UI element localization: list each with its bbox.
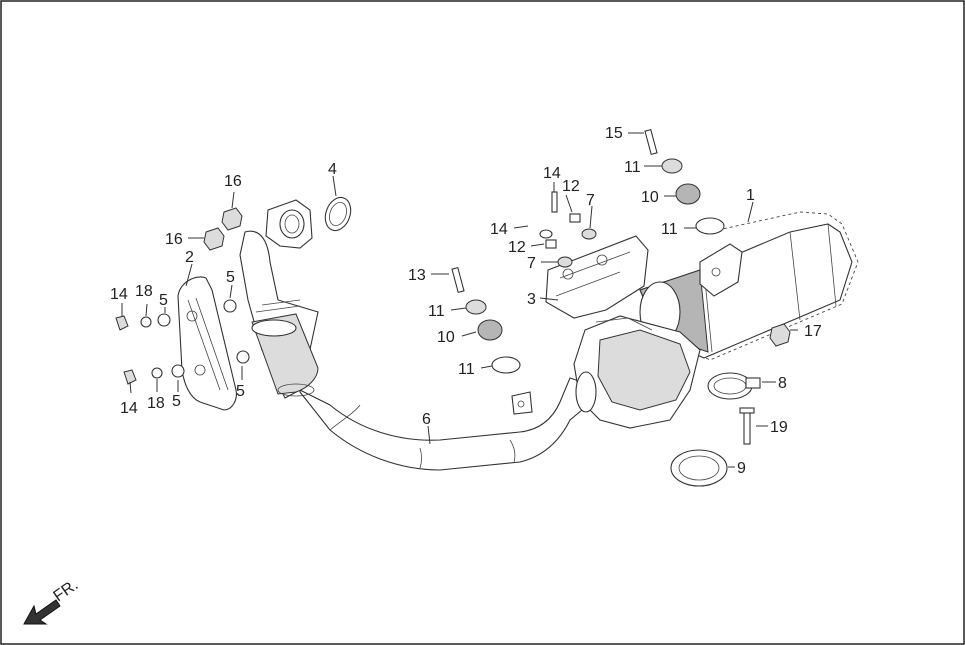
hardware-parts <box>115 128 791 445</box>
part-muffler <box>573 211 859 429</box>
callout-5: 5 <box>236 383 245 400</box>
front-direction-indicator: FR. <box>23 577 81 625</box>
part-clamp <box>707 372 761 400</box>
callout-labels: 1 2 3 4 5 5 5 5 6 7 7 8 9 10 10 11 11 11… <box>110 125 822 477</box>
callout-16: 16 <box>224 173 242 190</box>
callout-5: 5 <box>159 292 168 309</box>
callout-4: 4 <box>328 161 337 178</box>
part-ring-gasket <box>670 449 728 487</box>
part-muffler-heat-shield <box>545 235 649 319</box>
callout-11: 11 <box>624 159 641 176</box>
front-arrow-icon <box>23 599 61 625</box>
callout-11: 11 <box>458 361 475 378</box>
callout-8: 8 <box>778 375 787 392</box>
callout-12: 12 <box>508 239 526 256</box>
callout-5: 5 <box>226 269 235 286</box>
callout-2: 2 <box>185 249 194 266</box>
callout-14: 14 <box>543 165 561 182</box>
callout-12: 12 <box>562 178 580 195</box>
callout-5: 5 <box>172 393 181 410</box>
callout-14: 14 <box>120 400 138 417</box>
callout-13: 13 <box>408 267 426 284</box>
callout-7: 7 <box>586 192 595 209</box>
callout-7: 7 <box>527 255 536 272</box>
part-exhaust-pipe <box>239 199 589 471</box>
callout-14: 14 <box>490 221 508 238</box>
callout-15: 15 <box>605 125 623 142</box>
callout-10: 10 <box>641 189 659 206</box>
callout-14: 14 <box>110 286 128 303</box>
callout-3: 3 <box>527 291 536 308</box>
callout-10: 10 <box>437 329 455 346</box>
part-pipe-heat-shield <box>177 276 237 411</box>
callout-11: 11 <box>428 303 445 320</box>
part-gasket <box>324 196 352 232</box>
callout-11: 11 <box>661 221 678 238</box>
callout-6: 6 <box>422 411 431 428</box>
callout-18: 18 <box>135 283 153 300</box>
leader-lines <box>121 132 798 468</box>
callout-16: 16 <box>165 231 183 248</box>
callout-17: 17 <box>804 323 822 340</box>
callout-19: 19 <box>770 419 788 436</box>
callout-9: 9 <box>737 460 746 477</box>
callout-18: 18 <box>147 395 165 412</box>
callout-1: 1 <box>746 187 755 204</box>
